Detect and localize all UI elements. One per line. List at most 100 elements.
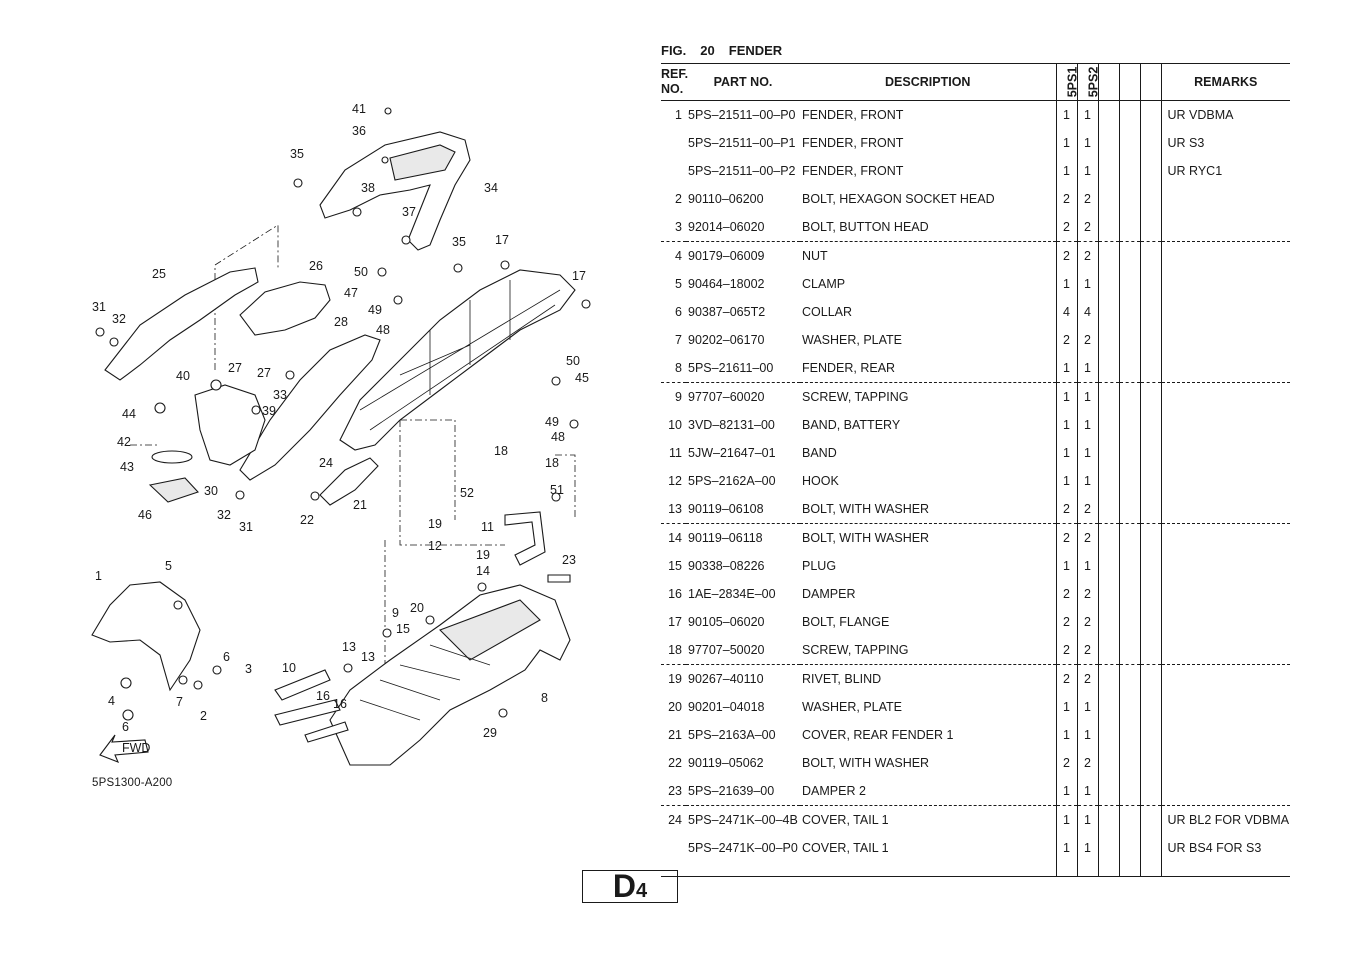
header-model-5ps2: 5PS2 [1076,63,1100,101]
header-description: DESCRIPTION [800,63,1056,101]
cell-remarks [1160,777,1290,806]
svg-text:20: 20 [410,601,424,615]
svg-text:8: 8 [541,691,548,705]
cell-part-no: 5JW–21647–01 [688,446,776,460]
cell-description: BOLT, WITH WASHER [800,523,1056,552]
cell-qty-5ps2: 1 [1076,270,1098,298]
header-ref-no: REF.NO. [661,63,688,101]
svg-text:19: 19 [476,548,490,562]
svg-text:50: 50 [354,265,368,279]
cell-description: COVER, TAIL 1 [800,805,1056,834]
cell-qty-5ps2: 1 [1076,354,1098,383]
cell-qty-5ps2: 1 [1076,834,1098,862]
cell-qty-5ps2: 1 [1076,467,1098,495]
cell-part-no: 5PS–21511–00–P2 [688,164,796,178]
cell-ref-no: 12 [668,474,682,488]
cell-qty-empty-1 [1097,100,1119,129]
svg-text:10: 10 [282,661,296,675]
cell-part-no: 5PS–2162A–00 [688,474,776,488]
cell-qty-empty-2 [1118,241,1140,270]
svg-text:46: 46 [138,508,152,522]
cell-part-no: 90201–04018 [688,700,765,714]
cell-qty-5ps1: 1 [1055,411,1077,439]
cell-qty-5ps1: 2 [1055,241,1077,270]
svg-text:45: 45 [575,371,589,385]
svg-text:21: 21 [353,498,367,512]
cell-qty-5ps2: 1 [1076,552,1098,580]
cell-qty-5ps1: 1 [1055,721,1077,749]
cell-qty-empty-3 [1139,241,1161,270]
cell-qty-5ps2: 1 [1076,439,1098,467]
cell-qty-5ps1: 1 [1055,805,1077,834]
svg-text:47: 47 [344,286,358,300]
svg-text:42: 42 [117,435,131,449]
cell-ref-no: 4 [661,241,686,270]
cell-qty-empty-3 [1139,608,1161,636]
page-index-badge: D4 [582,870,678,903]
svg-text:34: 34 [484,181,498,195]
cell-remarks [1160,552,1290,580]
svg-text:9: 9 [392,606,399,620]
cell-qty-empty-2 [1118,693,1140,721]
cell-qty-empty-1 [1097,129,1119,157]
figure-label: FIG. [661,43,687,58]
cell-ref-no: 13 [668,502,682,516]
cell-part-no: 90179–06009 [686,241,800,270]
cell-qty-5ps1: 1 [1055,439,1077,467]
cell-description: FENDER, FRONT [802,108,904,122]
cell-qty-empty-2 [1118,354,1140,383]
svg-text:48: 48 [551,430,565,444]
cell-qty-5ps2: 1 [1076,805,1098,834]
svg-text:32: 32 [112,312,126,326]
spacer-cell [1097,862,1119,877]
cell-ref-no: 20 [668,700,682,714]
svg-text:1: 1 [95,569,102,583]
cell-part-no: 90119–05062 [688,756,764,770]
cell-qty-empty-3 [1139,777,1161,806]
cell-qty-empty-1 [1097,664,1119,693]
cell-part-no: 90119–06118 [686,523,800,552]
page-letter: D [612,868,636,904]
cell-qty-empty-3 [1139,664,1161,693]
svg-text:32: 32 [217,508,231,522]
cell-qty-empty-2 [1118,439,1140,467]
cell-part-no: 92014–06020 [688,220,765,234]
cell-qty-5ps1: 1 [1055,270,1077,298]
cell-qty-5ps2: 2 [1076,241,1098,270]
svg-text:33: 33 [273,388,287,402]
cell-description: WASHER, PLATE [802,700,903,714]
svg-text:50: 50 [566,354,580,368]
svg-text:2: 2 [200,709,207,723]
cell-description: PLUG [802,559,837,573]
cell-remarks [1160,495,1290,524]
cell-description: DAMPER 2 [802,784,866,798]
cell-ref-no: 1 [675,108,682,122]
cell-remarks: UR RYC1 [1160,157,1290,185]
cell-description: SCREW, TAPPING [800,382,1056,411]
cell-qty-empty-1 [1097,805,1119,834]
svg-text:18: 18 [545,456,559,470]
cell-qty-empty-1 [1097,552,1119,580]
svg-text:26: 26 [309,259,323,273]
cell-qty-5ps1: 2 [1055,580,1077,608]
cell-qty-empty-3 [1139,805,1161,834]
cell-description: SCREW, TAPPING [802,643,909,657]
cell-qty-5ps1: 2 [1055,749,1077,777]
figure-name: FENDER [728,43,783,58]
svg-text:16: 16 [316,689,330,703]
cell-qty-empty-3 [1139,580,1161,608]
cell-qty-empty-3 [1139,270,1161,298]
cell-description: FENDER, REAR [802,361,896,375]
spacer-cell [1055,862,1077,877]
